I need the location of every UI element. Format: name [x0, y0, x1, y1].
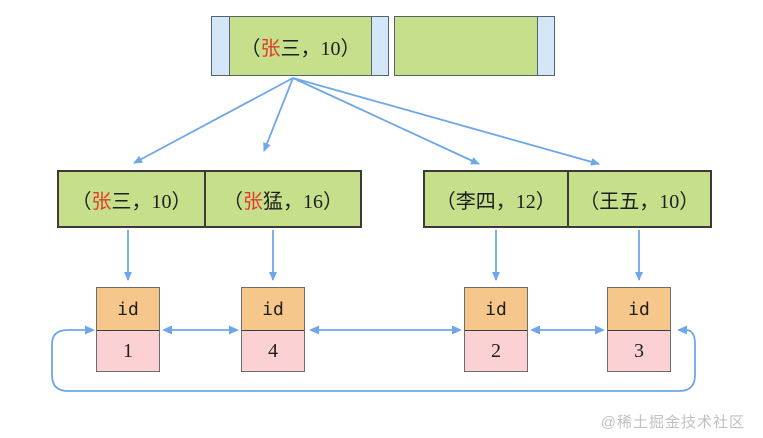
- leaf-header: id: [608, 288, 670, 331]
- leaf-value: 1: [97, 331, 159, 371]
- key-text-highlight: 张: [260, 37, 281, 60]
- arrow-root-to-right-cell1: [292, 77, 480, 165]
- leaf-header: id: [242, 288, 304, 331]
- link-head-left-2: [309, 325, 319, 335]
- key-text-highlight: 张: [91, 190, 112, 213]
- leaf-node-1: id 1: [96, 287, 160, 372]
- link-head-right-3: [595, 325, 605, 335]
- link-head-left-3: [530, 325, 540, 335]
- leaf-header: id: [465, 288, 527, 331]
- segment-gap: [389, 16, 394, 76]
- root-to-child-arrows: [133, 77, 600, 166]
- root-segment-a: （张三，10）: [211, 16, 389, 76]
- key-text: （: [579, 190, 600, 213]
- root-segment-b: [394, 16, 555, 76]
- leaf-header: id: [97, 288, 159, 331]
- node-to-leaf-arrows: [124, 230, 643, 281]
- key-text: 猛，16）: [263, 190, 343, 213]
- root-empty-cell: [395, 17, 537, 75]
- pointer-band: [537, 17, 554, 75]
- key-text: 三，10）: [280, 37, 361, 60]
- link-head-right-1: [229, 325, 239, 335]
- left-node-cell-1: （张三，10）: [59, 172, 204, 226]
- key-text: 王五，10）: [599, 190, 700, 213]
- right-internal-node: （李四，12） （王五，10）: [423, 170, 712, 228]
- right-node-cell-1: （李四，12）: [425, 172, 567, 226]
- leaf-value: 2: [465, 331, 527, 371]
- leaf-link-arrows: [162, 325, 605, 335]
- pointer-band: [212, 17, 229, 75]
- key-text: 李四，12）: [455, 190, 556, 213]
- key-text: 三，10）: [111, 190, 192, 213]
- key-text: （: [223, 190, 243, 213]
- key-text-highlight: 张: [243, 190, 263, 213]
- arrow-root-to-left-cell2: [263, 77, 294, 152]
- link-head-left-1: [162, 325, 172, 335]
- watermark: @稀土掘金技术社区: [600, 414, 745, 431]
- root-node: （张三，10）: [211, 16, 555, 76]
- leaf-node-3: id 3: [607, 287, 671, 372]
- right-node-cell-2: （王五，10）: [566, 172, 711, 226]
- arrow-root-to-right-cell2: [292, 77, 600, 166]
- key-text: （: [240, 37, 261, 60]
- root-key-cell: （张三，10）: [229, 17, 371, 75]
- arrow-root-to-left-cell1: [133, 77, 294, 164]
- circular-head-into-leaf1: [85, 325, 95, 335]
- leaf-node-4: id 4: [241, 287, 305, 372]
- link-head-right-2: [452, 325, 462, 335]
- leaf-value: 4: [242, 331, 304, 371]
- pointer-band: [371, 17, 388, 75]
- leaf-node-2: id 2: [464, 287, 528, 372]
- key-text: （: [71, 190, 92, 213]
- circular-head-into-leaf3: [677, 325, 687, 335]
- left-node-cell-2: （张猛，16）: [204, 172, 360, 226]
- left-internal-node: （张三，10） （张猛，16）: [57, 170, 362, 228]
- leaf-value: 3: [608, 331, 670, 371]
- key-text: （: [435, 190, 456, 213]
